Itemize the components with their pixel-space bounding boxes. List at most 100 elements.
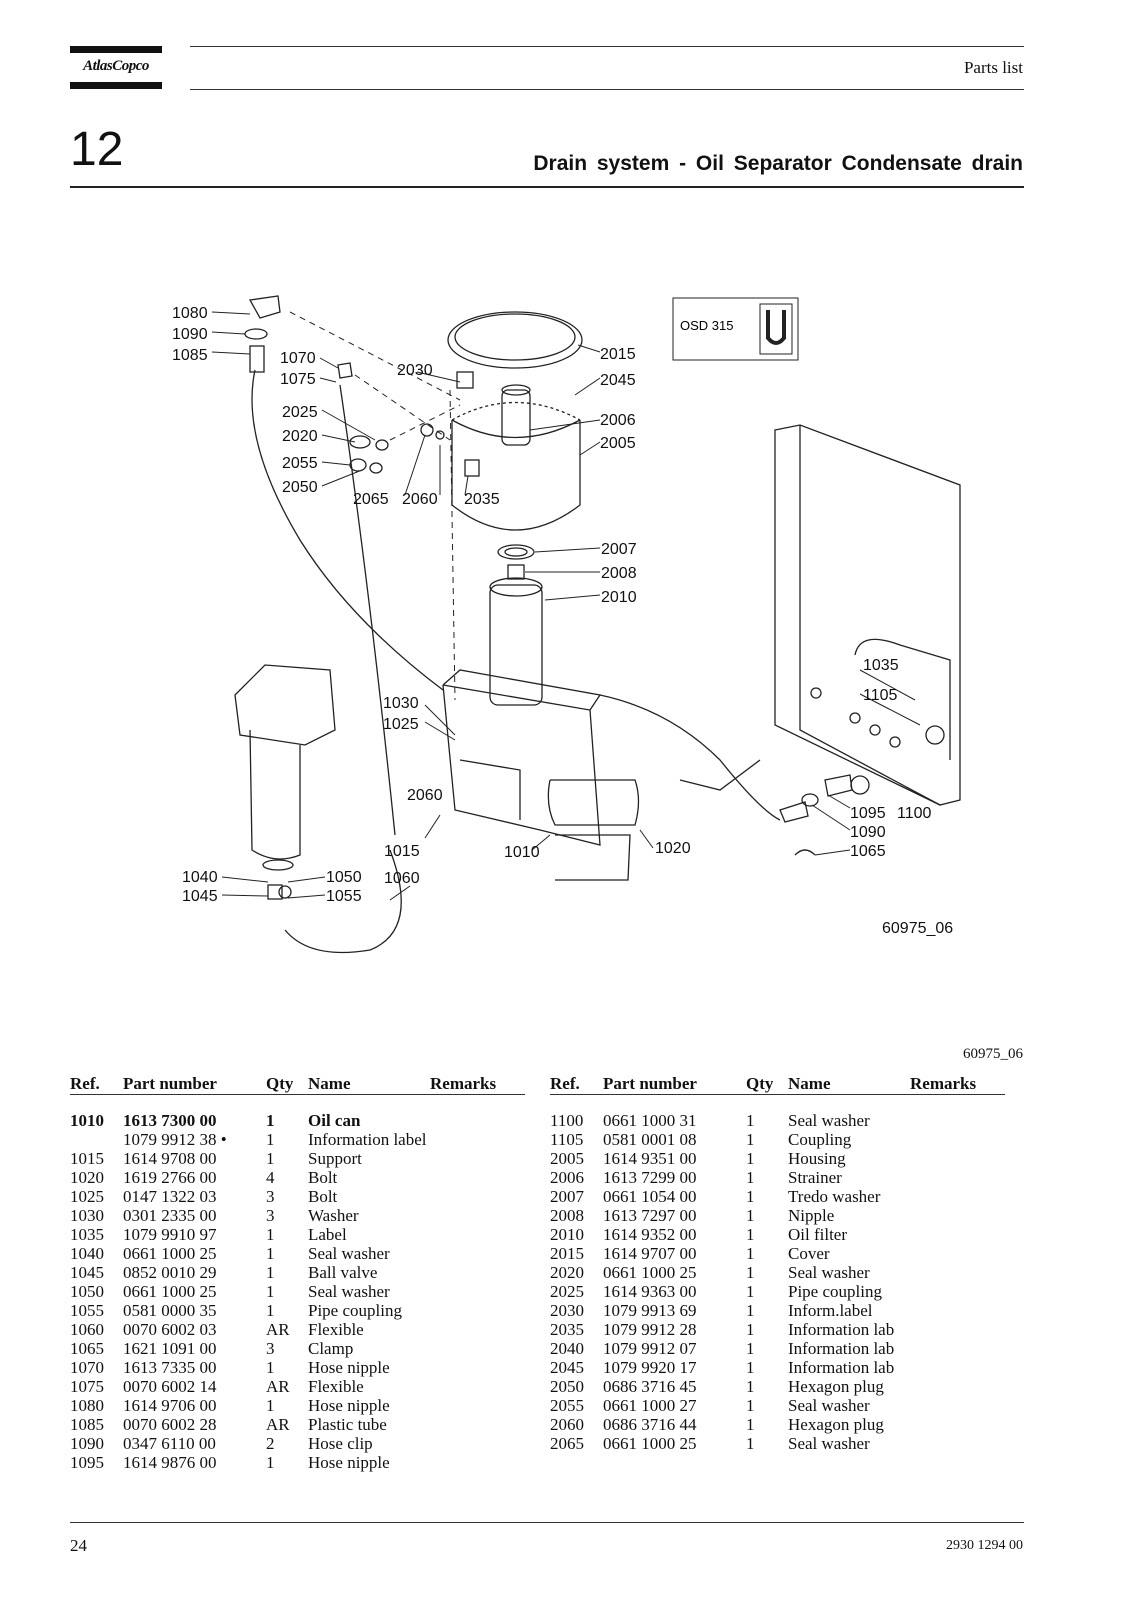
- cell-remarks: [430, 1339, 525, 1358]
- cell-part-number: 1613 7297 00: [603, 1206, 697, 1225]
- cell-part-number: 1079 9912 07: [603, 1339, 697, 1358]
- cell-part-number: 1613 7300 00: [123, 1111, 217, 1130]
- cell-name: Hexagon plug: [788, 1415, 884, 1434]
- cell-name: Hose nipple: [308, 1396, 390, 1415]
- cell-part-number: 1079 9913 69: [603, 1301, 697, 1320]
- parts-table-right: Ref. Part number Qty Name Remarks 1100 06…: [550, 1072, 1005, 1453]
- cell-qty: 1: [746, 1225, 755, 1244]
- header-rule-bottom: [190, 89, 1024, 90]
- cell-part-number: 1614 9708 00: [123, 1149, 217, 1168]
- cell-remarks: [910, 1244, 1005, 1263]
- cell-part-number: 0301 2335 00: [123, 1206, 217, 1225]
- callout-label: 2015: [600, 346, 636, 363]
- cell-name: Information lab: [788, 1339, 895, 1358]
- cell-qty: 1: [746, 1244, 755, 1263]
- header-ref: Ref.: [550, 1072, 603, 1095]
- cell-remarks: [430, 1206, 525, 1225]
- exploded-parts-diagram: OSD 315 1080 1090 1085 1070 1075 2030 20…: [172, 295, 961, 954]
- cell-part-number: 0852 0010 29: [123, 1263, 217, 1282]
- cell-qty: 1: [746, 1282, 755, 1301]
- cell-ref: 1020: [70, 1168, 104, 1187]
- cell-part-number: 1614 9876 00: [123, 1453, 217, 1472]
- table-header-row: Ref. Part number Qty Name Remarks: [550, 1072, 1005, 1095]
- cell-remarks: [430, 1187, 525, 1206]
- cell-remarks: [910, 1377, 1005, 1396]
- cell-ref: 2030: [550, 1301, 584, 1320]
- cell-qty: 1: [266, 1149, 275, 1168]
- cell-ref: 1100: [550, 1111, 584, 1130]
- cell-qty: AR: [266, 1377, 290, 1396]
- cell-name: Oil filter: [788, 1225, 848, 1244]
- osd-label-text: OSD 315: [680, 318, 733, 333]
- callout-label: 1060: [384, 870, 420, 887]
- callout-label: 1105: [863, 687, 898, 704]
- cell-ref: 2015: [550, 1244, 584, 1263]
- section-label: Parts list: [963, 58, 1023, 77]
- cell-ref: 2050: [550, 1377, 584, 1396]
- callout-label: 1025: [383, 716, 419, 733]
- osd-label-decal: OSD 315: [672, 297, 799, 361]
- callout-label: 1085: [172, 347, 208, 364]
- cell-part-number: 1079 9912 28: [603, 1320, 697, 1339]
- cell-name: Pipe coupling: [308, 1301, 402, 1320]
- cell-part-number: 0686 3716 44: [603, 1415, 697, 1434]
- document-number: 2930 1294 00: [946, 1538, 1023, 1553]
- cell-remarks: [910, 1095, 1005, 1131]
- cell-qty: 1: [746, 1377, 755, 1396]
- cell-remarks: [430, 1263, 525, 1282]
- callout-label: 1010: [504, 844, 540, 861]
- diagram-callouts: 1080 1090 1085 1070 1075 2030 2015 2045 …: [172, 305, 953, 937]
- cell-name: Flexible: [308, 1377, 364, 1396]
- cell-part-number: 0661 1000 25: [603, 1434, 697, 1453]
- cell-name: Coupling: [788, 1130, 852, 1149]
- callout-label: 2005: [600, 435, 636, 452]
- callout-label: 2055: [282, 455, 318, 472]
- logo-wordmark: AtlasCopco: [83, 58, 149, 74]
- cell-ref: 2008: [550, 1206, 584, 1225]
- cell-remarks: [430, 1377, 525, 1396]
- cell-qty: 1: [266, 1282, 275, 1301]
- cell-name: Hose clip: [308, 1434, 373, 1453]
- cell-ref: 1090: [70, 1434, 104, 1453]
- cell-ref: [70, 1130, 123, 1149]
- cell-qty: 1: [266, 1396, 275, 1415]
- cell-part-number: 1079 9920 17: [603, 1358, 697, 1377]
- cell-ref: 2020: [550, 1263, 584, 1282]
- cell-name: Housing: [788, 1149, 846, 1168]
- cell-ref: 2065: [550, 1434, 584, 1453]
- cell-name: Seal washer: [788, 1263, 870, 1282]
- cell-qty: 1: [746, 1263, 755, 1282]
- cell-name: Information lab: [788, 1358, 895, 1377]
- cell-qty: 1: [266, 1130, 275, 1149]
- callout-label: 1095: [850, 805, 886, 822]
- cell-ref: 2025: [550, 1282, 584, 1301]
- callout-label: 1100: [897, 805, 932, 822]
- cell-ref: 1045: [70, 1263, 104, 1282]
- cell-qty: 1: [746, 1149, 755, 1168]
- cell-qty: 1: [746, 1339, 755, 1358]
- cell-qty: 1: [266, 1225, 275, 1244]
- cell-name: Hexagon plug: [788, 1377, 884, 1396]
- callout-label: 1030: [383, 695, 419, 712]
- cell-ref: 2005: [550, 1149, 584, 1168]
- cell-qty: 1: [266, 1301, 275, 1320]
- cell-name: Seal washer: [788, 1396, 870, 1415]
- cell-ref: 2035: [550, 1320, 584, 1339]
- callout-label: 1035: [863, 657, 899, 674]
